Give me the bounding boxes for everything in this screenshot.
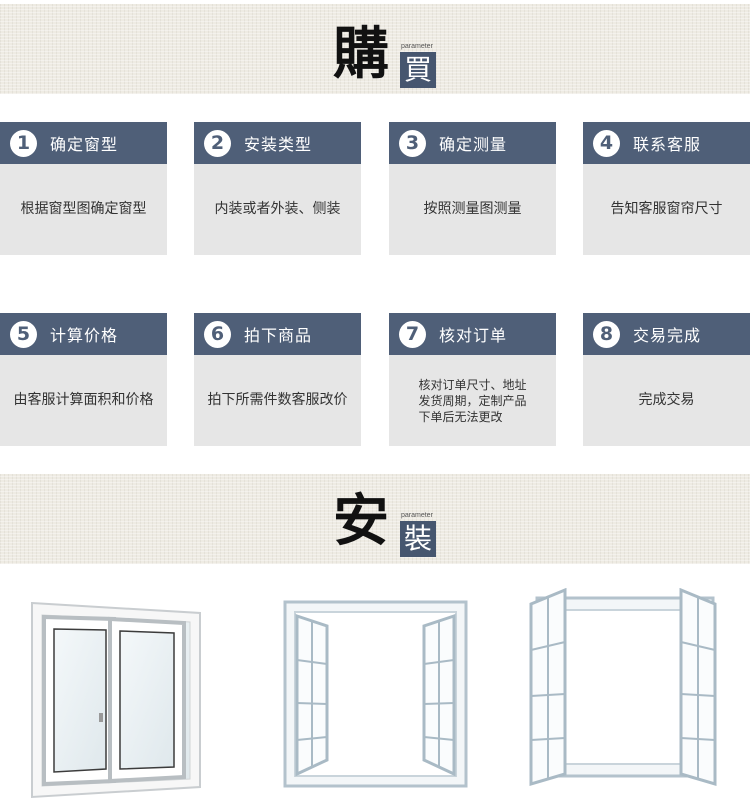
install-subtitle: parameter bbox=[401, 512, 433, 519]
inward-casement-window-image bbox=[283, 600, 468, 788]
step-header: 1 确定窗型 bbox=[0, 122, 167, 164]
step-description: 核对订单尺寸、地址 发货周期，定制产品 下单后无法更改 bbox=[389, 355, 556, 446]
step-card-1: 1 确定窗型 根据窗型图确定窗型 bbox=[0, 122, 167, 255]
step-title: 拍下商品 bbox=[244, 326, 313, 345]
purchase-banner bbox=[0, 4, 750, 94]
step-title: 核对订单 bbox=[439, 326, 508, 345]
step-title: 安装类型 bbox=[244, 135, 313, 154]
step-header: 4 联系客服 bbox=[583, 122, 750, 164]
step-card-3: 3 确定测量 按照测量图测量 bbox=[389, 122, 556, 255]
step-header: 5 计算价格 bbox=[0, 313, 167, 355]
step-header: 7 核对订单 bbox=[389, 313, 556, 355]
step-number: 2 bbox=[204, 129, 231, 157]
step-title: 交易完成 bbox=[633, 326, 702, 345]
step-title: 确定测量 bbox=[439, 135, 508, 154]
step-header: 8 交易完成 bbox=[583, 313, 750, 355]
step-title: 计算价格 bbox=[50, 326, 119, 345]
step-description: 内装或者外装、侧装 bbox=[214, 201, 341, 217]
step-header: 3 确定测量 bbox=[389, 122, 556, 164]
step-description: 拍下所需件数客服改价 bbox=[207, 392, 348, 408]
step-description: 告知客服窗帘尺寸 bbox=[610, 201, 723, 217]
install-title-char: 安 bbox=[333, 488, 389, 554]
step-number: 6 bbox=[204, 320, 231, 348]
step-number: 7 bbox=[399, 320, 426, 348]
sliding-window-image bbox=[31, 601, 201, 799]
purchase-title-char: 購 bbox=[333, 21, 389, 87]
step-description-line: 下单后无法更改 bbox=[418, 409, 503, 424]
step-description-line: 发货周期，定制产品 bbox=[418, 393, 527, 408]
step-header: 2 安装类型 bbox=[194, 122, 361, 164]
install-badge: 裝 bbox=[400, 521, 436, 557]
step-header: 6 拍下商品 bbox=[194, 313, 361, 355]
step-description: 由客服计算面积和价格 bbox=[13, 392, 154, 408]
install-banner bbox=[0, 474, 750, 564]
step-number: 1 bbox=[10, 129, 37, 157]
purchase-subtitle: parameter bbox=[401, 43, 433, 50]
step-description: 完成交易 bbox=[638, 392, 695, 408]
step-card-8: 8 交易完成 完成交易 bbox=[583, 313, 750, 446]
step-number: 5 bbox=[10, 320, 37, 348]
step-card-6: 6 拍下商品 拍下所需件数客服改价 bbox=[194, 313, 361, 446]
step-title: 确定窗型 bbox=[50, 135, 119, 154]
step-card-5: 5 计算价格 由客服计算面积和价格 bbox=[0, 313, 167, 446]
step-number: 4 bbox=[593, 129, 620, 157]
outward-casement-window-image bbox=[529, 588, 717, 787]
step-card-7: 7 核对订单 核对订单尺寸、地址 发货周期，定制产品 下单后无法更改 bbox=[389, 313, 556, 446]
step-card-4: 4 联系客服 告知客服窗帘尺寸 bbox=[583, 122, 750, 255]
step-title: 联系客服 bbox=[633, 135, 702, 154]
step-number: 3 bbox=[399, 129, 426, 157]
purchase-badge: 買 bbox=[400, 52, 436, 88]
step-number: 8 bbox=[593, 320, 620, 348]
step-description-line: 核对订单尺寸、地址 bbox=[418, 377, 527, 392]
step-description: 按照测量图测量 bbox=[423, 201, 522, 217]
step-card-2: 2 安装类型 内装或者外装、侧装 bbox=[194, 122, 361, 255]
step-description: 根据窗型图确定窗型 bbox=[20, 201, 147, 217]
